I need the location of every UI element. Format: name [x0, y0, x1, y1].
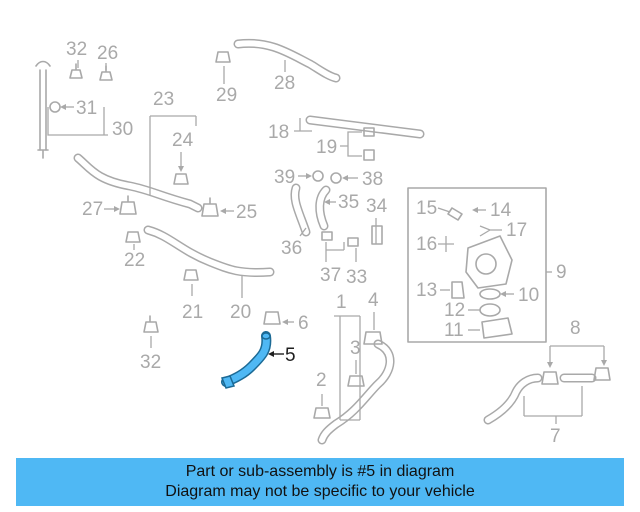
label-2: 2 — [316, 370, 327, 391]
part-24-clamp — [173, 173, 189, 185]
part-21-clamp — [183, 269, 199, 281]
box-9-outline — [407, 187, 547, 343]
label-16: 16 — [416, 234, 437, 255]
label-5: 5 — [285, 345, 296, 366]
part-13-gasket — [451, 281, 465, 299]
part-29-clamp — [215, 51, 231, 63]
label-17: 17 — [506, 220, 527, 241]
part-9-housing — [465, 235, 513, 289]
label-4: 4 — [368, 290, 379, 311]
label-10: 10 — [518, 285, 539, 306]
part-15-sensor — [447, 207, 463, 221]
label-37: 37 — [320, 265, 341, 286]
part-28-hose — [233, 38, 341, 83]
part-32-clamp-top — [69, 63, 83, 79]
part-37-clip — [321, 231, 333, 241]
label-35: 35 — [338, 192, 359, 213]
part-34-bracket — [371, 225, 383, 245]
banner-line-2: Diagram may not be specific to your vehi… — [165, 483, 475, 500]
label-25: 25 — [236, 202, 257, 223]
part-6-clamp — [263, 311, 281, 325]
label-7: 7 — [550, 426, 561, 447]
part-8-clamp-left — [541, 371, 559, 385]
part-7-hose — [483, 373, 543, 425]
part-18-pipe — [305, 115, 425, 139]
part-27-clamp — [119, 195, 137, 215]
info-banner: Part or sub-assembly is #5 in diagram Di… — [16, 458, 624, 506]
part-3-clamp — [347, 375, 365, 387]
label-24: 24 — [172, 130, 194, 151]
label-38: 38 — [362, 169, 383, 190]
label-9: 9 — [556, 262, 567, 283]
part-22-clamp — [125, 231, 141, 243]
label-26: 26 — [97, 43, 118, 64]
label-11: 11 — [444, 320, 464, 341]
label-18: 18 — [268, 122, 289, 143]
part-8-clamp-right — [593, 367, 611, 381]
label-23: 23 — [153, 89, 174, 110]
part-12-thermostat — [479, 303, 501, 317]
label-6: 6 — [298, 313, 309, 334]
part-23-hose — [73, 153, 203, 213]
part-30-tube — [35, 60, 51, 159]
label-33: 33 — [346, 267, 367, 288]
part-35-hose — [315, 185, 331, 231]
label-29: 29 — [216, 85, 237, 106]
banner-line-1: Part or sub-assembly is #5 in diagram — [185, 463, 455, 480]
label-27: 27 — [82, 199, 103, 220]
part-31-clip — [49, 101, 61, 113]
label-1: 1 — [336, 292, 347, 313]
part-5-hose-highlighted[interactable] — [220, 331, 272, 389]
label-3: 3 — [350, 338, 361, 359]
label-20: 20 — [230, 302, 251, 323]
label-30: 30 — [112, 119, 133, 140]
part-32-clamp-bottom — [143, 315, 159, 333]
label-19: 19 — [316, 137, 337, 158]
label-12: 12 — [444, 300, 465, 321]
part-25-clamp — [201, 197, 219, 217]
label-31: 31 — [76, 98, 97, 119]
label-28: 28 — [274, 73, 295, 94]
label-14: 14 — [490, 200, 512, 221]
part-19-fitting — [363, 127, 375, 161]
label-8: 8 — [570, 318, 581, 339]
label-13: 13 — [416, 280, 437, 301]
part-36-hose — [290, 183, 311, 237]
label-22: 22 — [124, 250, 145, 271]
part-10-oring — [479, 288, 501, 300]
label-36: 36 — [281, 238, 302, 259]
part-33-clip — [347, 237, 359, 247]
part-38-clip — [330, 172, 342, 184]
label-21: 21 — [182, 302, 203, 323]
part-4-clamp — [363, 331, 383, 345]
label-32-top: 32 — [66, 39, 87, 60]
label-15: 15 — [416, 198, 437, 219]
label-32-bottom: 32 — [140, 352, 161, 373]
part-20-hose — [143, 225, 275, 277]
part-11-cover — [481, 317, 513, 339]
label-34: 34 — [366, 196, 388, 217]
part-2-clamp — [313, 407, 331, 419]
label-39: 39 — [274, 167, 295, 188]
part-39-clip — [312, 170, 324, 182]
